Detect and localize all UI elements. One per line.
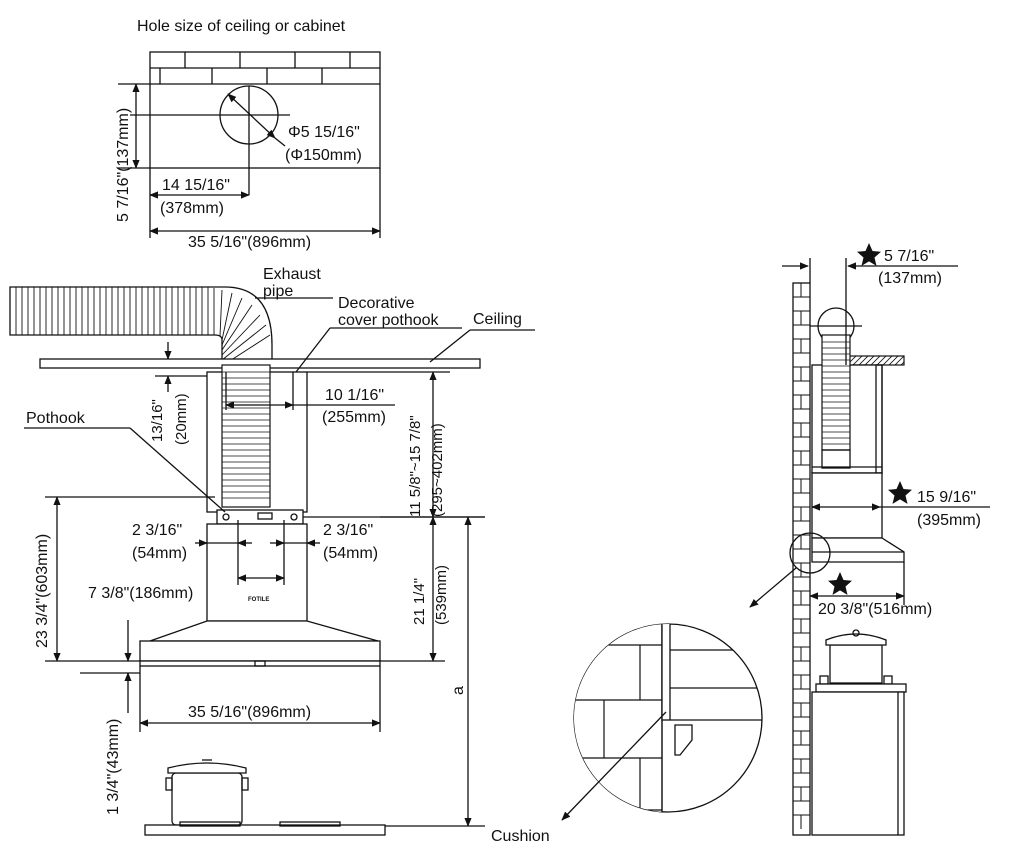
decorative-cover-label-1: Decorative	[338, 295, 415, 312]
dim-1-3-4: 1 3/4"(43mm)	[105, 719, 122, 815]
side-pot	[815, 629, 907, 693]
side-canopy	[811, 537, 905, 563]
pothook-label: Pothook	[26, 410, 86, 427]
side-view: 5 7/16" (137mm) 15 9/16" (395mm) 20 3/8"…	[749, 243, 990, 836]
side-cabinet	[811, 691, 905, 836]
top-width: 35 5/16"(896mm)	[188, 234, 311, 251]
side-lower-cover	[811, 472, 883, 539]
dim-54mm-right: (54mm)	[323, 545, 378, 562]
dim-539mm: (539mm)	[433, 565, 450, 625]
hood-base	[139, 640, 381, 662]
dim-13-16-in: 13/16"	[149, 399, 166, 442]
dim-range-mm: (295~402mm)	[429, 423, 446, 517]
detail-zoom: Cushion	[491, 623, 763, 845]
brick-lines	[159, 52, 351, 84]
brand-label: FOTILE	[248, 597, 269, 603]
exhaust-pipe-label-2: pipe	[263, 283, 293, 300]
top-view-title: Hole size of ceiling or cabinet	[137, 18, 346, 35]
front-view: FOTILE Exhaust pipe Decorative cover pot…	[9, 266, 535, 836]
side-dim-5-7-16-in: 5 7/16"	[884, 248, 934, 265]
dim-23-3-4: 23 3/4"(603mm)	[34, 534, 51, 648]
dim-2-3-16-right-in: 2 3/16"	[323, 522, 373, 539]
decorative-cover-label-2: cover pothook	[338, 312, 440, 329]
detail-callout-circle	[789, 532, 831, 574]
dim-width: 35 5/16"(896mm)	[188, 704, 311, 721]
cooktop	[144, 824, 386, 836]
top-depth: 5 7/16"(137mm)	[115, 108, 132, 222]
hole-diameter-in: Φ5 15/16"	[288, 124, 360, 141]
wall-bricks	[793, 283, 810, 829]
side-dim-20-3-8: 20 3/8"(516mm)	[818, 601, 932, 618]
star-icon	[857, 243, 881, 266]
offset-in: 14 15/16"	[162, 177, 230, 194]
exhaust-pipe-label-1: Exhaust	[263, 266, 321, 283]
exhaust-duct	[9, 286, 273, 366]
dim-a: a	[450, 686, 467, 695]
cooking-pot	[165, 759, 249, 826]
side-dim-395mm: (395mm)	[917, 512, 981, 529]
pothook-bracket	[216, 509, 304, 525]
side-dim-15-9-16-in: 15 9/16"	[917, 489, 976, 506]
star-icon	[888, 481, 912, 504]
dim-21-in: 21 1/4"	[411, 578, 428, 625]
wall	[792, 282, 811, 836]
ceiling-label: Ceiling	[473, 311, 522, 328]
offset-mm: (378mm)	[160, 200, 224, 217]
dim-range-in: 11 5/8"~15 7/8"	[407, 415, 424, 517]
dim-20mm: (20mm)	[173, 393, 190, 445]
side-ceiling	[845, 355, 905, 366]
top-view: Hole size of ceiling or cabinet Φ5 15/16…	[115, 18, 381, 251]
hole-diameter-mm: (Φ150mm)	[285, 147, 362, 164]
dim-7-3-8: 7 3/8"(186mm)	[88, 585, 193, 602]
lower-cover	[206, 523, 308, 622]
dim-2-3-16-left-in: 2 3/16"	[132, 522, 182, 539]
vertical-duct	[221, 364, 271, 508]
dim-10-in: 10 1/16"	[325, 387, 384, 404]
dim-255mm: (255mm)	[322, 409, 386, 426]
dim-54mm-left: (54mm)	[132, 545, 187, 562]
ceiling-panel	[149, 51, 381, 169]
side-dim-137mm: (137mm)	[878, 270, 942, 287]
cushion-label: Cushion	[491, 828, 550, 845]
hood-canopy	[149, 620, 379, 642]
star-icon	[828, 572, 852, 595]
